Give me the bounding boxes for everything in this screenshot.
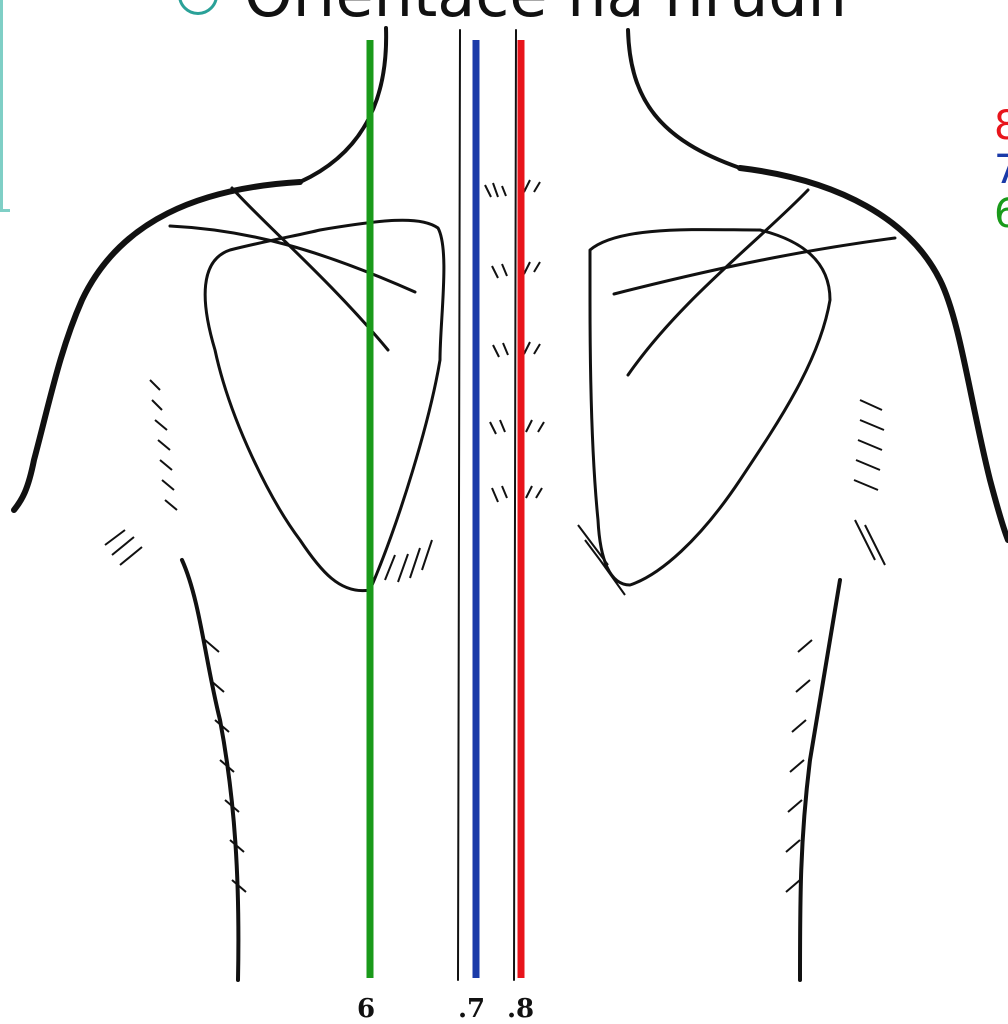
line-label-7: .7 — [458, 994, 485, 1024]
hatch-left-armpit — [105, 380, 177, 565]
line-label-8: .8 — [507, 994, 534, 1024]
hatch-spinous-3 — [493, 342, 540, 357]
hatch-spinous-1 — [485, 180, 540, 197]
legend-item-8: 8 — [994, 104, 1008, 148]
spine-left-edge — [458, 30, 460, 980]
hatch-spinous-4 — [490, 420, 544, 434]
left-shoulder-outline — [14, 182, 300, 510]
hatch-spinous-5 — [492, 486, 542, 502]
legend-item-7: 7 — [994, 148, 1008, 192]
right-clavicle — [614, 238, 895, 294]
hatch-left-scapula-tip — [385, 540, 432, 582]
legend: 8 7 6 — [994, 104, 1008, 236]
neck-right-outline — [628, 30, 740, 168]
right-shoulder-outline — [740, 168, 1008, 540]
left-acromion — [232, 188, 388, 350]
legend-item-6: 6 — [994, 192, 1008, 236]
spine-right-edge — [514, 30, 516, 980]
hatch-right-armpit — [854, 400, 885, 565]
right-torso-outline — [800, 580, 840, 980]
hatch-right-scapula-tip — [578, 525, 625, 595]
left-torso-outline — [182, 560, 238, 980]
left-scapula — [205, 220, 444, 590]
line-label-6: 6 — [357, 994, 375, 1024]
